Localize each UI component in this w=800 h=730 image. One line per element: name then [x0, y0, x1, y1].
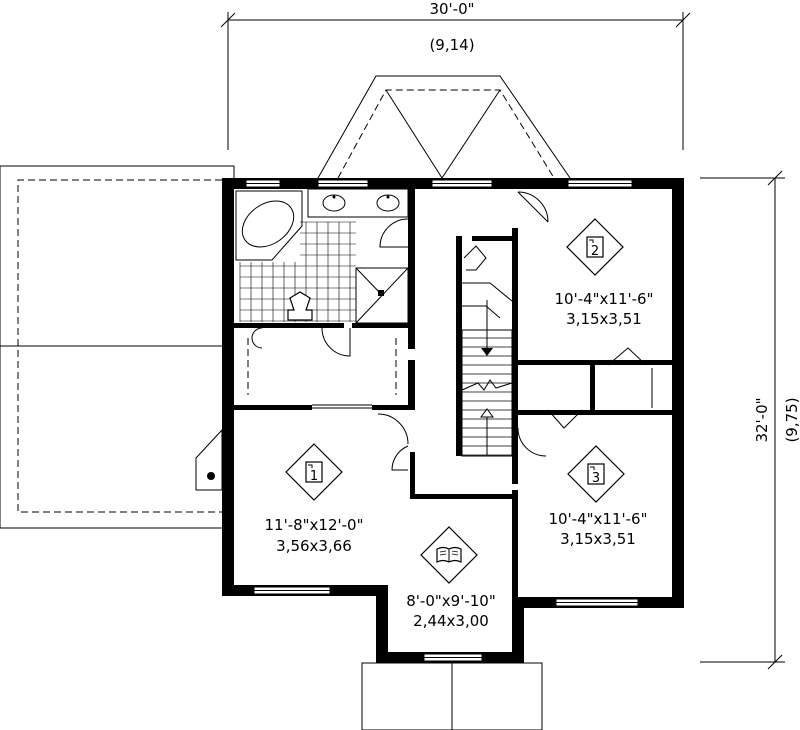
room-size-metric: 3,15x3,51 — [566, 310, 642, 328]
top-dimension-metric: (9,14) — [429, 36, 474, 54]
bed-icon: 3 — [567, 445, 625, 503]
interior-walls — [234, 189, 672, 608]
right-dimension-imperial: 32'-0" — [753, 397, 771, 442]
top-dimension-imperial: 30'-0" — [429, 0, 474, 18]
room-size-metric: 3,56x3,66 — [276, 537, 352, 555]
right-dimension-metric: (9,75) — [783, 397, 800, 442]
book-icon — [420, 526, 478, 584]
doors — [377, 191, 653, 471]
toilet — [287, 291, 313, 321]
room-bedroom-2: 2 10'-4"x11'-6" 3,15x3,51 — [554, 218, 654, 328]
room-size-metric: 3,15x3,51 — [560, 530, 636, 548]
room-size-imperial: 11'-8"x12'-0" — [264, 516, 363, 534]
room-size-imperial: 8'-0"x9'-10" — [406, 592, 495, 610]
hall-closet — [247, 327, 397, 409]
roof-gable — [317, 75, 571, 179]
bed-icon: 1 — [285, 443, 343, 501]
windows — [245, 179, 639, 662]
room-number: 3 — [592, 471, 600, 486]
room-size-metric: 2,44x3,00 — [413, 612, 489, 630]
room-size-imperial: 10'-4"x11'-6" — [548, 510, 647, 528]
room-bedroom-3: 3 10'-4"x11'-6" 3,15x3,51 — [548, 445, 648, 548]
garage-roof — [0, 165, 235, 529]
room-number: 2 — [591, 244, 599, 259]
room-bedroom-1: 1 11'-8"x12'-0" 3,56x3,66 — [264, 443, 364, 555]
room-size-imperial: 10'-4"x11'-6" — [554, 290, 653, 308]
bed-icon: 2 — [566, 218, 624, 276]
right-dimension: 32'-0" (9,75) — [700, 170, 800, 670]
bathtub — [235, 190, 303, 261]
room-number: 1 — [310, 469, 318, 484]
staircase — [461, 245, 513, 457]
porch-roof — [361, 662, 543, 730]
bathroom — [235, 188, 409, 357]
room-study: 8'-0"x9'-10" 2,44x3,00 — [406, 526, 496, 630]
chimney — [195, 428, 223, 491]
top-dimension: 30'-0" (9,14) — [220, 0, 691, 150]
